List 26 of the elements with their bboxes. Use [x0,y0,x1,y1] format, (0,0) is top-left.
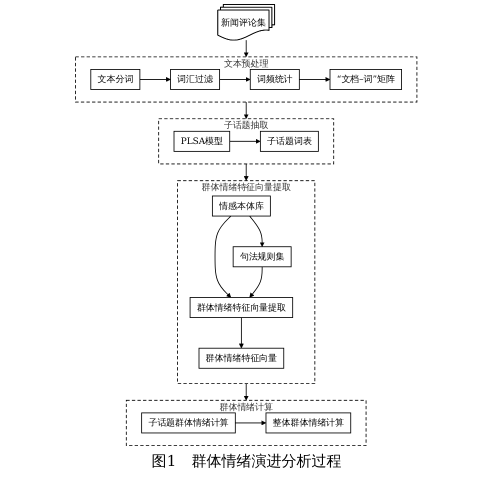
node-box: 词汇过滤 [170,69,220,90]
node-box: PLSA模型 [174,130,230,152]
node-box: 群体情绪特征向量提取 [190,297,294,318]
arrow [299,77,331,82]
arrow [249,216,265,247]
arrow [230,138,261,144]
node-box: 群体情绪特征向量 [198,348,284,369]
figure-caption: 图1 群体情绪演进分析过程 [152,452,342,470]
arrow [239,317,244,348]
arrow [244,40,249,58]
arrow [244,102,249,119]
node-box: 子话题词表 [260,130,320,152]
node-box: 情感本体库 [212,196,272,216]
node-box: 子话题群体情绪计算 [142,412,236,434]
arrow [244,383,249,401]
arrow [220,77,251,82]
node-box: 句法规则集 [233,246,292,268]
arrow [235,420,267,426]
node-box: 整体群体情绪计算 [266,412,352,434]
node-box: “文档–词”矩阵 [330,69,402,90]
node-box: 文本分词 [90,69,141,90]
arrow [244,164,249,181]
arrow [140,77,172,82]
arrow [214,216,232,298]
arrow [250,266,263,298]
node-box: 词频统计 [250,69,300,90]
